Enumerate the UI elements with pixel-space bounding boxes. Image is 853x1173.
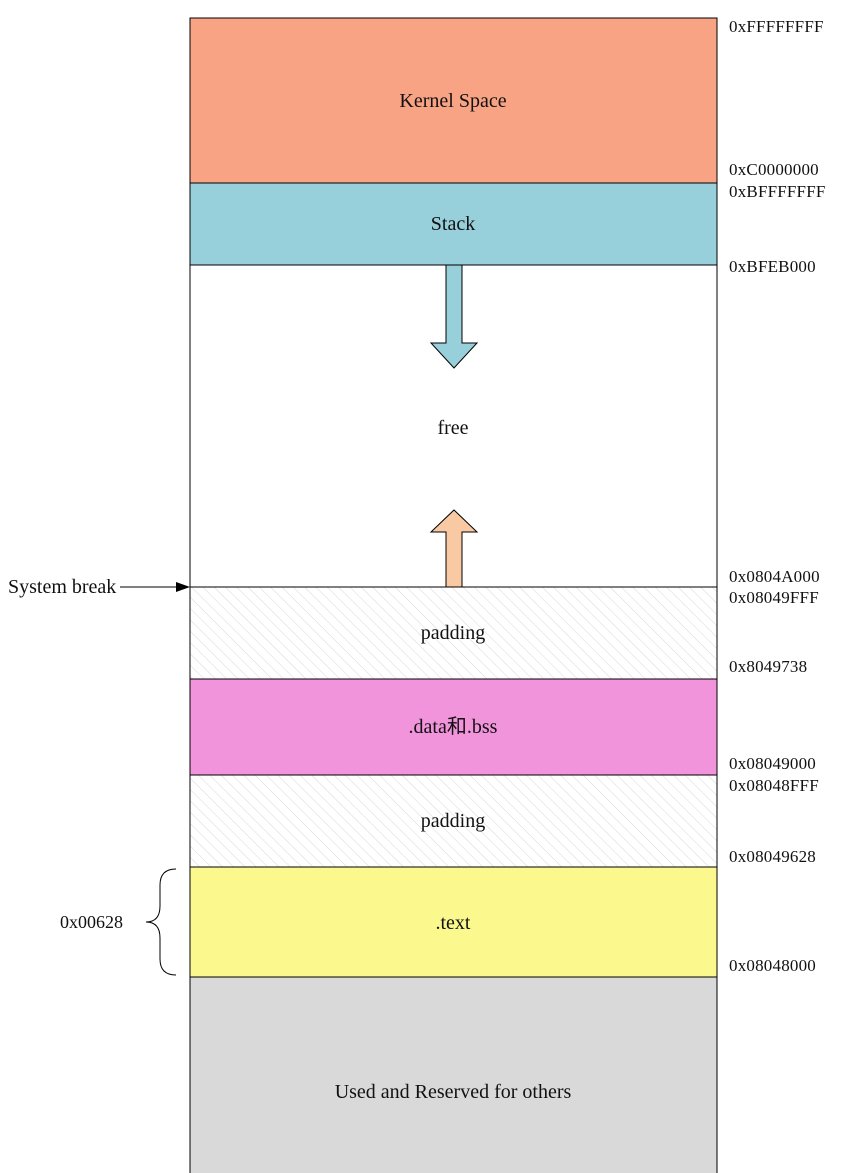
address-label: 0x08049628: [729, 847, 816, 866]
address-label: 0x08048FFF: [729, 776, 819, 795]
address-label: 0x08049000: [729, 754, 816, 773]
text-label: .text: [436, 912, 471, 934]
heap-growth-arrow-icon: [429, 509, 479, 588]
stack-block: [189, 182, 718, 266]
kernel-space-block: [189, 17, 718, 184]
reserved-block: [189, 976, 718, 1173]
system-break-label: System break: [8, 576, 116, 598]
data-bss-label: .data和.bss: [409, 715, 498, 738]
address-label: 0xC0000000: [729, 160, 819, 179]
address-label: 0x08049FFF: [729, 588, 819, 607]
system-break-arrow-icon: [176, 582, 190, 592]
text-size-label: 0x00628: [60, 912, 123, 932]
padding-block-upper: [189, 586, 718, 680]
text-block: [189, 866, 718, 978]
address-label: 0xFFFFFFFF: [729, 17, 824, 36]
text-size-brace: [145, 868, 177, 976]
padding-block-lower: [189, 774, 718, 868]
stack-label: Stack: [431, 213, 475, 235]
free-label: free: [437, 417, 468, 439]
address-label: 0x0804A000: [729, 567, 820, 586]
padding-label-lower: padding: [421, 810, 485, 832]
padding-label-upper: padding: [421, 622, 485, 644]
data-bss-block: [189, 678, 718, 776]
reserved-label: Used and Reserved for others: [335, 1081, 572, 1103]
address-label: 0xBFEB000: [729, 257, 816, 276]
stack-growth-arrow-icon: [429, 264, 479, 369]
kernel-space-label: Kernel Space: [399, 90, 506, 112]
address-label: 0x8049738: [729, 657, 807, 676]
address-label: 0x08048000: [729, 956, 816, 975]
address-label: 0xBFFFFFFF: [729, 182, 826, 201]
